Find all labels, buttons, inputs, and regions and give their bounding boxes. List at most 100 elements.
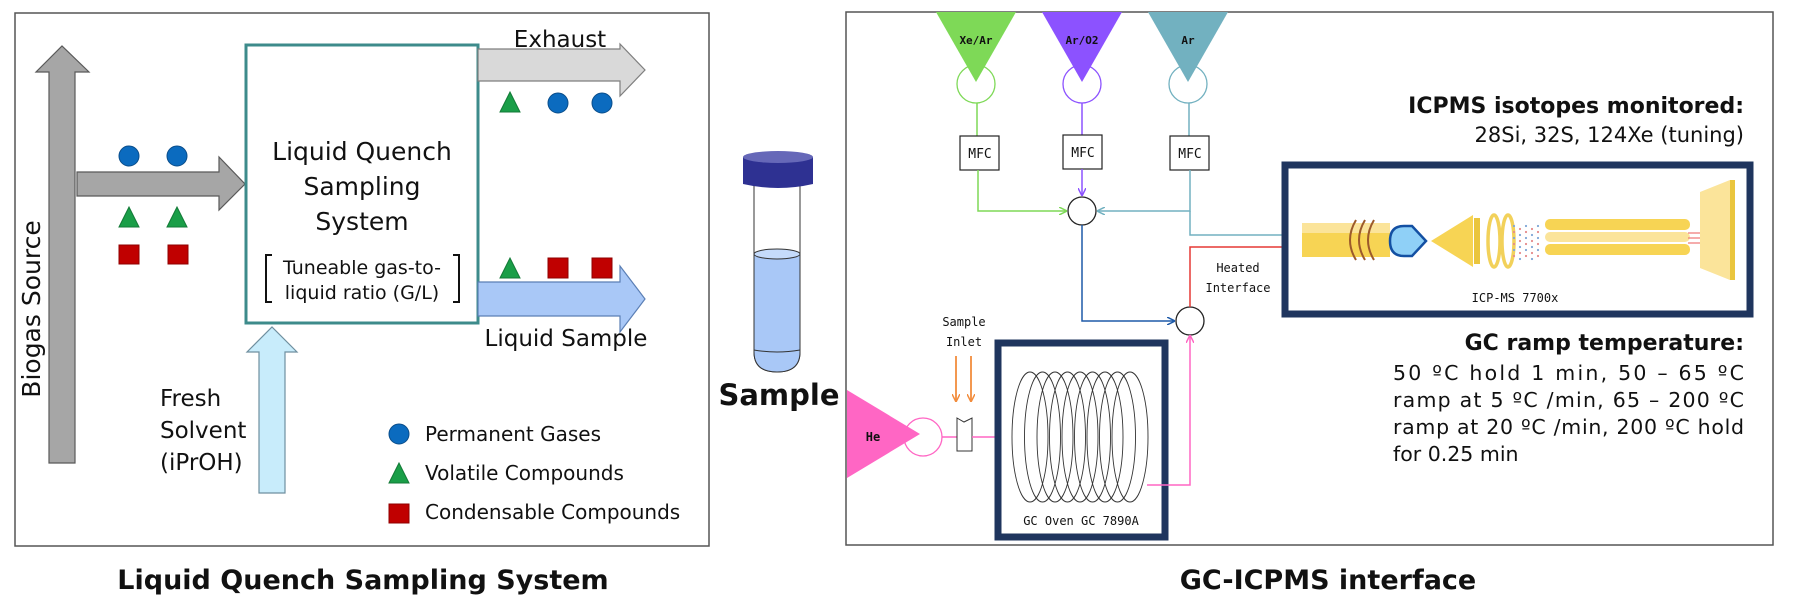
ion-dot — [1518, 227, 1522, 231]
solvent-line-1: Fresh — [160, 386, 221, 412]
note-line-1: Tuneable gas-to- — [282, 257, 441, 279]
column-loop — [1086, 371, 1124, 503]
heated-label-line-1: Heated — [1216, 261, 1259, 275]
biogas-source-label: Biogas Source — [17, 220, 46, 397]
exhaust-arrow — [477, 42, 646, 98]
box-title-line-3: System — [315, 207, 408, 236]
column-loop — [1049, 371, 1086, 503]
ion-lens-ring — [1486, 213, 1502, 269]
ar-to-icpms — [1189, 211, 1300, 235]
ramp-heading: GC ramp temperature: — [1465, 331, 1744, 356]
ion-dot — [1512, 236, 1516, 240]
torch-highlight — [1302, 223, 1390, 233]
ramp-line-4: for 0.25 min — [1393, 442, 1519, 466]
ar-o2-label: Ar/O2 — [1065, 34, 1098, 47]
feed-arrow — [76, 155, 246, 212]
heated-label-line-2: Interface — [1205, 281, 1270, 295]
box-title-line-1: Liquid Quench — [272, 137, 452, 166]
gc-oven-label: GC Oven GC 7890A — [1023, 514, 1139, 528]
gas-source-ar-o2: Ar/O2 — [1042, 12, 1122, 104]
vial-liquid-surface — [753, 248, 801, 260]
inlet-label-line-1: Sample — [942, 315, 985, 329]
column-loop — [1024, 371, 1061, 503]
liquid-quench-box — [244, 43, 480, 325]
quadrupole-rod — [1545, 219, 1690, 230]
mfc-xe-ar — [959, 135, 1000, 171]
column-loop — [1111, 371, 1149, 503]
legend-condensable-icon — [388, 503, 410, 524]
volatile-marker — [118, 205, 140, 228]
interface-junction — [1175, 306, 1205, 336]
ramp-line-1: 50 ºC hold 1 min, 50 – 65 ºC — [1393, 361, 1744, 385]
ion-dot — [1518, 233, 1522, 237]
ion-dot — [1530, 245, 1534, 249]
ion-dot — [1512, 224, 1516, 228]
xe-ar-to-mixer — [977, 170, 1066, 211]
gas-source-ar: Ar — [1148, 12, 1228, 104]
condensable-marker — [118, 244, 140, 265]
mixer-junction — [1067, 196, 1097, 226]
xe-ar-label: Xe/Ar — [959, 34, 992, 47]
gc-oven-box — [994, 339, 1169, 541]
rf-coil — [1358, 219, 1366, 261]
ion-dot — [1524, 248, 1528, 252]
ion-dot — [1530, 257, 1534, 261]
ion-dot — [1536, 242, 1540, 246]
icpms-illustration — [1302, 180, 1735, 280]
permanent-gas-marker — [118, 145, 140, 167]
ion-dots — [1512, 224, 1540, 261]
detector-edge — [1730, 180, 1735, 280]
ion-dot — [1524, 224, 1528, 228]
sampler-cone — [1431, 215, 1473, 267]
legend-permanent-gas-icon — [388, 423, 410, 445]
he-label: He — [866, 430, 880, 444]
biogas-source-arrow — [34, 45, 91, 464]
permanent-gas-marker — [166, 145, 188, 167]
ion-dot — [1536, 248, 1540, 252]
volatile-marker — [499, 90, 521, 113]
ion-dot — [1518, 239, 1522, 243]
detector-plate — [1700, 180, 1730, 280]
quadrupole-rod — [1545, 232, 1690, 242]
rf-coil — [1349, 219, 1357, 261]
column-loop — [1099, 371, 1136, 503]
liquid-sample-label: Liquid Sample — [485, 326, 648, 352]
vial-cap — [743, 157, 813, 188]
xe-ar-cylinder-icon — [936, 12, 1016, 82]
ion-dot — [1512, 248, 1516, 252]
mfc-ar-o2 — [1062, 134, 1103, 170]
permanent-gas-marker — [591, 92, 613, 114]
ion-dot — [1530, 227, 1534, 231]
column-to-interface — [1147, 336, 1190, 486]
ion-dot — [1530, 251, 1534, 255]
legend-volatile-icon — [388, 461, 410, 484]
ion-dot — [1530, 239, 1534, 243]
vial-liquid — [753, 253, 801, 373]
ion-dot — [1536, 254, 1540, 258]
volatile-marker — [166, 205, 188, 228]
ion-dot — [1530, 233, 1534, 237]
solvent-line-3: (iPrOH) — [160, 450, 243, 476]
plasma-icon — [1388, 224, 1428, 258]
ar-cylinder-icon — [1148, 12, 1228, 82]
ar-o2-cylinder-icon — [1042, 12, 1122, 82]
icpms-label: ICP-MS 7700x — [1472, 291, 1559, 305]
legend: Permanent Gases Volatile Compounds Conde… — [388, 422, 680, 524]
sample-label: Sample — [718, 378, 839, 412]
ion-dot — [1518, 245, 1522, 249]
exhaust-label: Exhaust — [514, 27, 606, 53]
ramp-line-3: ramp at 20 ºC /min, 200 ºC hold — [1393, 415, 1744, 439]
ion-dot — [1536, 224, 1540, 228]
ion-dot — [1536, 230, 1540, 234]
legend-condensable-label: Condensable Compounds — [425, 500, 680, 524]
mfc-ar-label: MFC — [1178, 147, 1201, 162]
quadrupole-rod — [1545, 244, 1690, 255]
condensable-marker — [167, 244, 189, 265]
column-loop — [1061, 371, 1099, 503]
isotopes-text: 28Si, 32S, 124Xe (tuning) — [1475, 123, 1744, 147]
permanent-gas-marker — [547, 92, 569, 114]
skimmer-plate — [1474, 218, 1480, 264]
mfc-xe-ar-label: MFC — [968, 147, 991, 162]
ion-dot — [1512, 230, 1516, 234]
